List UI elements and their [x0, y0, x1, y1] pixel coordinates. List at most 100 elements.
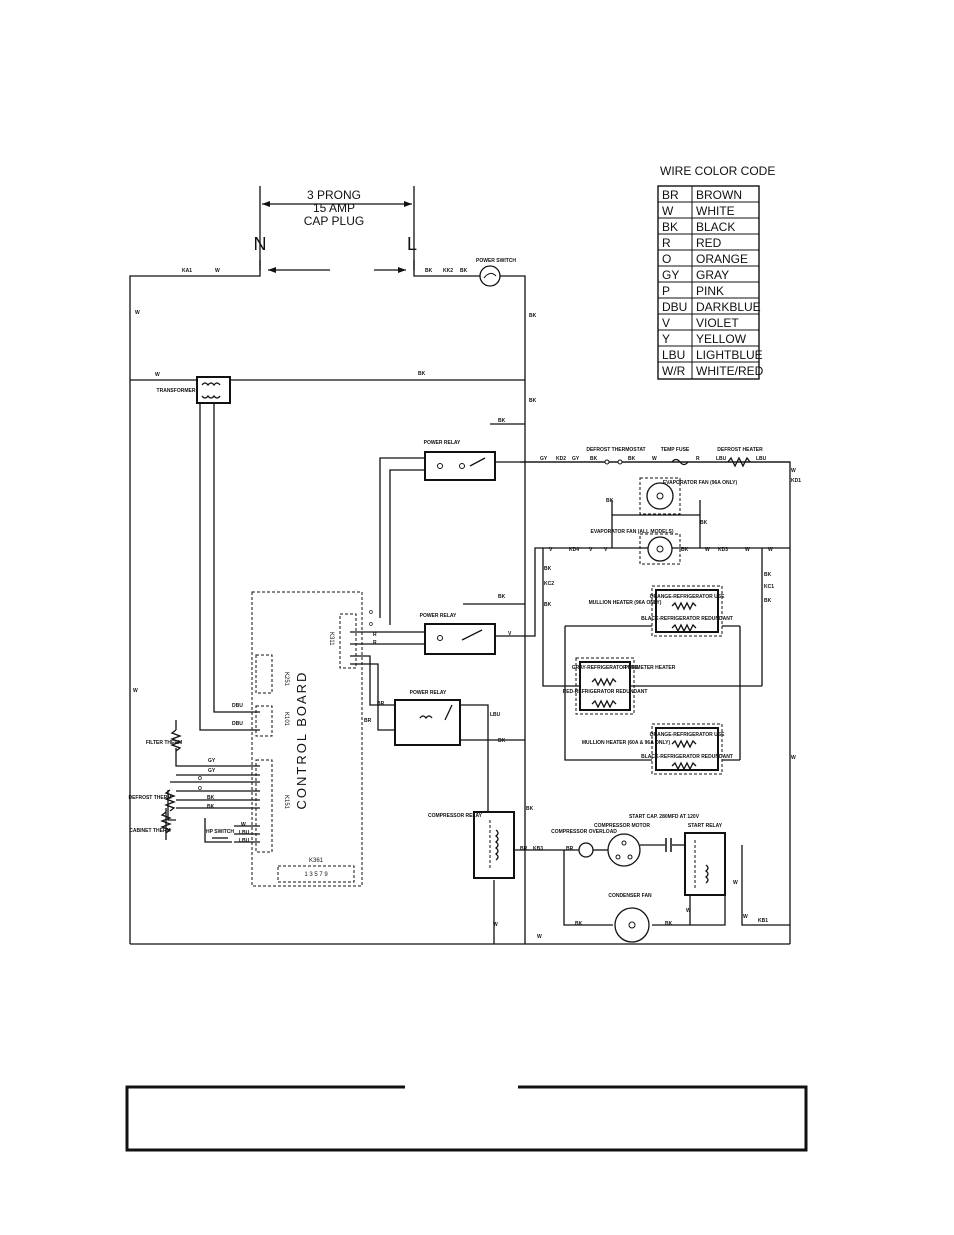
wl-kc2: KC2 [544, 581, 554, 587]
defrost-thermostat-label: DEFROST THERMOSTAT [586, 447, 645, 453]
transformer-label: TRANSFORMER [157, 388, 196, 394]
k361-label: K361 [309, 858, 324, 864]
evaporator-fan-all: EVAPORATOR FAN (ALL MODELS) [591, 529, 681, 565]
note-box [125, 1085, 808, 1152]
wl-gy-1: GY [540, 456, 548, 462]
wl-gy-2: GY [572, 456, 580, 462]
wl-w-top: W [215, 268, 220, 274]
start-cap: START CAP. 280MFD AT 120V [629, 814, 700, 852]
plug-line1: 3 PRONG [307, 188, 361, 202]
legend-color-name: BROWN [696, 188, 742, 202]
power-switch-label: POWER SWITCH [476, 258, 516, 264]
wl-br-1: BR [377, 701, 385, 707]
legend-color-name: WHITE/RED [696, 364, 764, 378]
wl-w-h: W [241, 822, 246, 828]
wl-r-2: R [373, 640, 377, 646]
wl-bk-5: BK [498, 418, 506, 424]
legend-code: O [662, 252, 671, 266]
legend-code: Y [662, 332, 670, 346]
perimeter-heater: GRAY-REFRIGERATOR USE RED-REFRIGERATOR R… [563, 657, 676, 715]
wl-bk-20: BK [575, 921, 583, 927]
k251-label: K251 [283, 672, 289, 687]
compressor-overload: COMPRESSOR OVERLOAD [551, 829, 617, 858]
orange-ref-use-1: ORANGE-REFRIGERATOR USE [650, 594, 725, 600]
wl-w-l: W [791, 755, 796, 761]
wl-w-left: W [135, 310, 140, 316]
wl-bk-4: BK [529, 398, 537, 404]
mullion-heater-2-label: MULLION HEATER (60A & 96A ONLY) [582, 740, 671, 746]
power-relay-1: POWER RELAY [424, 440, 496, 481]
wl-v-3: V [604, 547, 608, 553]
k101-label: K101 [283, 712, 289, 727]
power-relay-3-label: POWER RELAY [410, 690, 447, 696]
start-relay: START RELAY [684, 823, 726, 896]
legend-color-name: GRAY [696, 268, 729, 282]
legend-code: BK [662, 220, 678, 234]
power-relay-3: POWER RELAY [394, 690, 461, 746]
wl-kd1: KD1 [791, 478, 801, 484]
defrost-heater-label: DEFROST HEATER [717, 447, 763, 453]
wl-bk-17: BK [207, 795, 215, 801]
wl-o-4: O [198, 786, 202, 792]
wl-w-j: W [686, 908, 691, 914]
plug-line3: CAP PLUG [304, 214, 364, 228]
wl-bk-16: BK [498, 738, 506, 744]
wl-w-f: W [745, 547, 750, 553]
filter-therm-label: FILTER THERM [146, 740, 182, 746]
cabinet-therm-label: CABINET THERM [129, 828, 170, 834]
control-board-label: CONTROL BOARD [294, 671, 309, 810]
condenser-fan: CONDENSER FAN [608, 893, 652, 943]
legend-code: BR [662, 188, 679, 202]
start-cap-label: START CAP. 280MFD AT 120V [629, 814, 700, 820]
wl-bk-8: BK [606, 498, 614, 504]
wl-lbu-4: LBU [239, 830, 250, 836]
compressor-motor-label: COMPRESSOR MOTOR [594, 823, 650, 829]
legend-color-name: ORANGE [696, 252, 748, 266]
control-board: CONTROL BOARD K251 K101 K151 K361 1 3 5 … [251, 591, 363, 887]
wl-kc1: KC1 [764, 584, 774, 590]
evaporator-fan-96a: EVAPORATOR FAN (96A ONLY) [639, 477, 738, 515]
evaporator-fan-all-label: EVAPORATOR FAN (ALL MODELS) [591, 529, 674, 535]
wl-bk-6: BK [590, 456, 598, 462]
wl-o-3: O [198, 776, 202, 782]
wl-kk2: KK2 [443, 268, 453, 274]
thermistors: FILTER THERM DEFROST THERM CABINET THERM… [128, 729, 234, 839]
wl-w-trans: W [155, 372, 160, 378]
legend-code: DBU [662, 300, 687, 314]
wl-bk-12: BK [544, 602, 552, 608]
wl-bk-7: BK [628, 456, 636, 462]
wl-bk-15: BK [498, 594, 506, 600]
transformer: TRANSFORMER [157, 376, 231, 404]
wl-lbu-1: LBU [716, 456, 727, 462]
legend-color-name: VIOLET [696, 316, 739, 330]
red-ref-redundant: RED-REFRIGERATOR REDUNDANT [563, 689, 648, 695]
wl-bk-19: BK [526, 806, 534, 812]
black-ref-redundant-1: BLACK-REFRIGERATOR REDUNDANT [641, 616, 733, 622]
wl-bk-1: BK [425, 268, 433, 274]
legend-color-name: LIGHTBLUE [696, 348, 763, 362]
wl-w-o: W [537, 934, 542, 940]
wl-bk-10: BK [681, 547, 689, 553]
mullion-heater-2: ORANGE-REFRIGERATOR USE BLACK-REFRIGERAT… [582, 723, 733, 775]
wl-o-2: O [369, 622, 373, 628]
power-switch: POWER SWITCH [476, 258, 516, 287]
legend-color-name: RED [696, 236, 722, 250]
compressor-overload-label: COMPRESSOR OVERLOAD [551, 829, 617, 835]
wl-lbu-3: LBU [490, 712, 501, 718]
wl-bk-18: BK [207, 804, 215, 810]
neutral-label: N [254, 234, 267, 254]
wl-dbu-2: DBU [232, 721, 243, 727]
defrost-chain: DEFROST THERMOSTAT TEMP FUSE DEFROST HEA… [586, 447, 763, 468]
wl-v-4: V [508, 631, 512, 637]
wl-bk-9: BK [700, 520, 708, 526]
wl-r-1: R [373, 632, 377, 638]
mullion-heater-1: ORANGE-REFRIGERATOR USE BLACK-REFRIGERAT… [589, 585, 733, 637]
wl-bk-2: BK [460, 268, 468, 274]
legend-color-name: BLACK [696, 220, 735, 234]
wl-w-k: W [743, 914, 748, 920]
plug-line2: 15 AMP [313, 201, 355, 215]
wl-r-d: R [696, 456, 700, 462]
wl-ka1: KA1 [182, 268, 192, 274]
